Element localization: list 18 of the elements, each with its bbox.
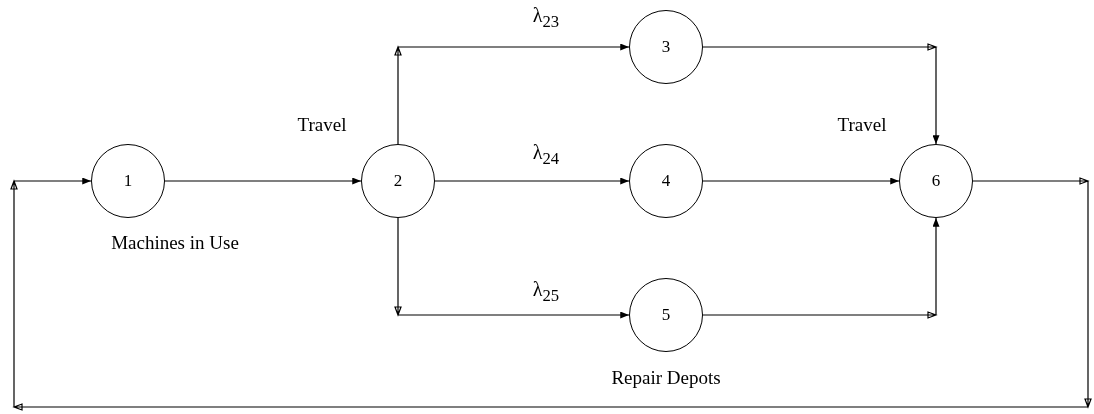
arrow [394,43,630,145]
state-circle: 3 [629,10,703,84]
state-circle: 2 [361,144,435,218]
arrow [164,177,362,185]
node-caption: Travel [837,114,887,136]
node-caption: Machines in Use [111,232,239,254]
state-circle: 5 [629,278,703,352]
arrow [702,217,940,319]
state-circle: 1 [91,144,165,218]
arrow [434,177,630,185]
state-circle: 4 [629,144,703,218]
arrow [394,217,630,319]
state-circle: 6 [899,144,973,218]
arrow [702,177,900,185]
arrow [702,43,940,145]
node-caption: Repair Depots [611,367,721,389]
node-caption: Travel [297,114,347,136]
arrow [10,177,1092,411]
